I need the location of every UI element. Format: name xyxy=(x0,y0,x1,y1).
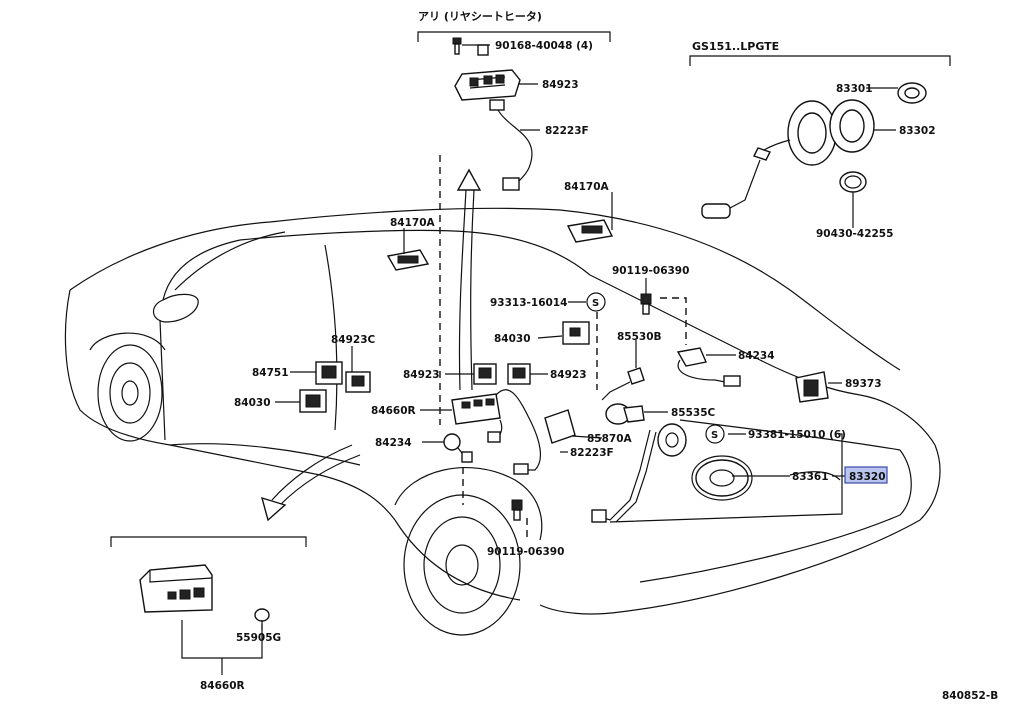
label-84923-mid[interactable]: 84923 xyxy=(403,369,440,381)
label-84030-left[interactable]: 84030 xyxy=(234,397,271,409)
label-83361[interactable]: 83361 xyxy=(792,471,829,483)
switch-84923C xyxy=(345,371,371,393)
switch-84923-mid xyxy=(473,363,497,385)
label-93381-15010[interactable]: 93381-15010 (6) xyxy=(748,429,846,441)
label-83301[interactable]: 83301 xyxy=(836,83,873,95)
arrow-to-switch-detail xyxy=(260,444,361,522)
label-89373[interactable]: 89373 xyxy=(845,378,882,390)
lpg-fuel-gauge-sender xyxy=(701,100,837,219)
label-84923C[interactable]: 84923C xyxy=(331,334,376,346)
label-90168-40048[interactable]: 90168-40048 (4) xyxy=(495,40,593,52)
relay-84030-left xyxy=(299,389,327,413)
label-83302[interactable]: 83302 xyxy=(899,125,936,137)
motor-85535C xyxy=(605,403,645,425)
label-84170A-right[interactable]: 84170A xyxy=(564,181,610,193)
switch-84660R-mid xyxy=(451,393,501,425)
label-55905G[interactable]: 55905G xyxy=(236,632,281,644)
highlighted-part-83320 xyxy=(844,466,888,484)
seat-heater-group-bracket xyxy=(417,31,611,42)
diagram-code: 840852-B xyxy=(942,690,998,702)
label-85530B[interactable]: 85530B xyxy=(617,331,662,343)
connector-84234-right xyxy=(676,347,741,387)
label-83320[interactable]: 83320 xyxy=(849,471,886,483)
computer-85870A xyxy=(544,409,576,444)
arrow-to-seat-heater xyxy=(456,168,482,391)
bolt-90119-top xyxy=(640,293,652,315)
label-84234-right[interactable]: 84234 xyxy=(738,350,775,362)
label-84660R-mid[interactable]: 84660R xyxy=(371,405,416,417)
label-90119-06390-low[interactable]: 90119-06390 xyxy=(487,546,564,558)
connector-84234-left xyxy=(443,433,473,463)
lpg-ring-83301 xyxy=(897,82,927,104)
screw-90168 xyxy=(452,37,462,55)
part-84170A-left xyxy=(386,249,430,271)
label-84660R-low[interactable]: 84660R xyxy=(200,680,245,692)
lpg-group-caption: GS151..LPGTE xyxy=(692,40,779,53)
relay-89373 xyxy=(795,371,829,403)
label-84030-mid[interactable]: 84030 xyxy=(494,333,531,345)
fuel-lid-83361 xyxy=(695,459,749,497)
label-84170A-left[interactable]: 84170A xyxy=(390,217,436,229)
connector-85530B xyxy=(601,367,645,401)
relay-84030-mid xyxy=(562,321,590,345)
standard-part-marker: S xyxy=(586,292,606,312)
label-84234-left[interactable]: 84234 xyxy=(375,437,412,449)
bolt-90119-low xyxy=(511,499,523,521)
fuel-lid-opener-harness xyxy=(591,423,687,523)
label-85870A[interactable]: 85870A xyxy=(587,433,633,445)
svg-text:S: S xyxy=(711,430,718,441)
switch-84751 xyxy=(315,361,343,385)
seat-heater-relay-84923 xyxy=(454,44,521,101)
svg-text:S: S xyxy=(592,298,599,309)
lpg-ring-83302 xyxy=(829,99,875,153)
label-82223F-top[interactable]: 82223F xyxy=(545,125,589,137)
label-85535C[interactable]: 85535C xyxy=(671,407,716,419)
lpg-group-bracket xyxy=(689,55,951,66)
label-82223F-low[interactable]: 82223F xyxy=(570,447,614,459)
switch-84660R-detail xyxy=(139,564,213,613)
lpg-gasket-90430 xyxy=(839,171,867,193)
label-90119-06390-top[interactable]: 90119-06390 xyxy=(612,265,689,277)
car-body-outline xyxy=(64,207,941,636)
knob-55905G xyxy=(254,608,270,622)
label-93313-16014[interactable]: 93313-16014 xyxy=(490,297,567,309)
dashed-routing xyxy=(439,155,687,540)
label-84923-top[interactable]: 84923 xyxy=(542,79,579,91)
label-90430-42255[interactable]: 90430-42255 xyxy=(816,228,893,240)
leader-lines xyxy=(261,44,898,630)
label-84751[interactable]: 84751 xyxy=(252,367,289,379)
standard-part-marker: S xyxy=(705,424,725,444)
harness-82223F-mid xyxy=(487,389,542,475)
switch-84923-mid2 xyxy=(507,363,531,385)
harness-82223F-top xyxy=(489,99,533,191)
label-84923-mid2[interactable]: 84923 xyxy=(550,369,587,381)
switch-detail-bracket xyxy=(110,536,307,547)
part-84170A-right xyxy=(566,219,614,243)
seat-heater-group-caption: アリ (リヤシートヒータ) xyxy=(418,10,542,23)
